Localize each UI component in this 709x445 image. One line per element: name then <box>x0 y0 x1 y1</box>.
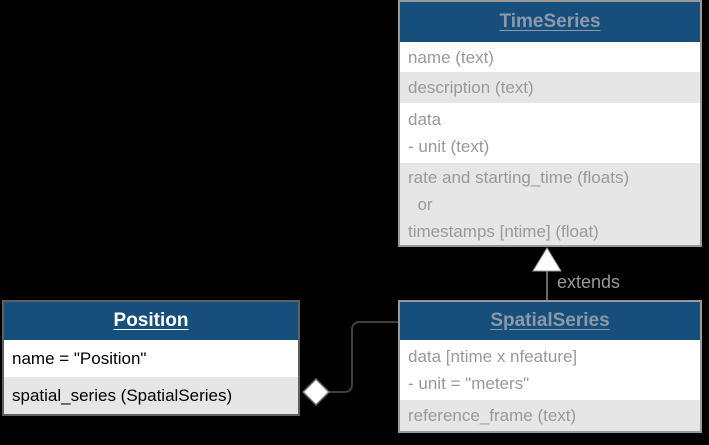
class-box-spatialseries: SpatialSeries data [ntime x nfeature] - … <box>398 300 702 433</box>
aggregation-connector-line <box>329 321 398 393</box>
attribute-row-data: data [ntime x nfeature] - unit = "meters… <box>400 340 700 400</box>
aggregation-diamond-icon <box>301 377 331 407</box>
class-title-position: Position <box>4 302 298 340</box>
attribute-text: data [ntime x nfeature] <box>408 347 578 366</box>
attribute-text: description (text) <box>408 78 534 97</box>
attribute-text: name = "Position" <box>12 349 147 368</box>
attribute-text: name (text) <box>408 47 494 67</box>
class-title-timeseries: TimeSeries <box>400 2 700 42</box>
class-box-position: Position name = "Position" spatial_serie… <box>2 300 300 416</box>
class-title-spatialseries: SpatialSeries <box>400 302 700 340</box>
attribute-text: or <box>408 194 433 214</box>
attribute-text: - unit (text) <box>408 137 490 156</box>
attribute-row-data: data - unit (text) <box>400 103 700 163</box>
attribute-text: spatial_series (SpatialSeries) <box>12 386 233 405</box>
attribute-row-timing: rate and starting_time (floats) or times… <box>400 163 700 245</box>
attribute-text: timestamps [ntime] (float) <box>408 221 599 241</box>
attribute-text: - unit = "meters" <box>408 374 530 393</box>
attribute-row-spatial-series: spatial_series (SpatialSeries) <box>4 377 298 414</box>
attribute-row-name: name = "Position" <box>4 340 298 377</box>
extends-label: extends <box>557 272 621 292</box>
attribute-row-reference-frame: reference_frame (text) <box>400 400 700 431</box>
attribute-row-name: name (text) <box>400 42 700 72</box>
class-box-timeseries: TimeSeries name (text) description (text… <box>398 0 702 247</box>
inheritance-arrow-icon <box>532 247 562 272</box>
attribute-text: rate and starting_time (floats) <box>408 167 630 187</box>
attribute-text: data <box>408 110 442 129</box>
attribute-text: reference_frame (text) <box>408 406 577 425</box>
attribute-row-description: description (text) <box>400 72 700 103</box>
